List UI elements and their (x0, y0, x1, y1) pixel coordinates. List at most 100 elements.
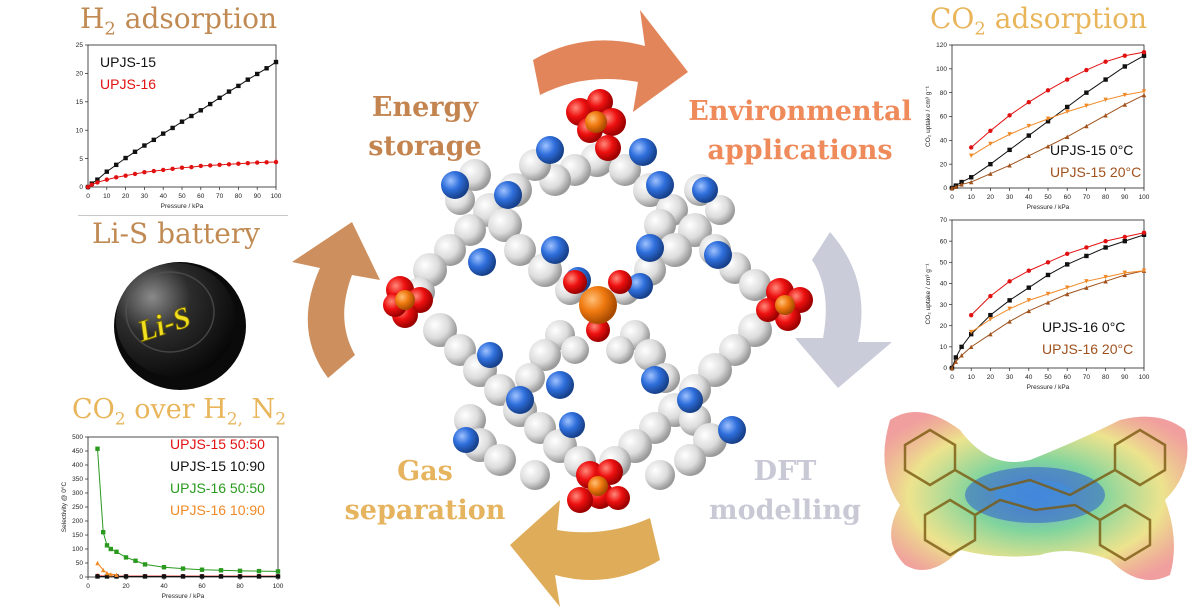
selectivity-title: CO2 over H2, N2 (72, 394, 287, 430)
data-point (1007, 132, 1012, 137)
data-point (1065, 104, 1070, 110)
data-point (179, 119, 185, 124)
x-tick-label: 0 (950, 194, 954, 201)
x-tick-label: 50 (1044, 374, 1052, 381)
data-point (104, 169, 109, 174)
y-tick-label: 20 (76, 71, 84, 78)
data-point (988, 171, 993, 176)
data-point (236, 161, 241, 166)
data-point (95, 446, 100, 451)
data-point (95, 180, 100, 185)
x-tick-label: 20 (987, 374, 995, 381)
data-point (1007, 147, 1012, 153)
data-point (1026, 298, 1031, 303)
data-point (988, 312, 993, 318)
y-tick-label: 300 (72, 490, 83, 497)
data-point (95, 574, 100, 579)
arrow-bottom-left-icon (510, 500, 660, 607)
legend-entry: UPJS-15 10:90 (170, 458, 265, 474)
data-point (1007, 279, 1012, 284)
data-point (1045, 116, 1051, 122)
data-point (245, 77, 250, 82)
arrow-left-up-icon (292, 222, 380, 378)
data-point (256, 574, 262, 579)
x-tick-label: 50 (178, 193, 186, 200)
x-tick-label: 90 (1121, 194, 1129, 201)
data-point (988, 317, 993, 322)
data-point (953, 184, 959, 190)
y-axis-label: CO₂ uptake / cm³ g⁻¹ (925, 263, 932, 325)
data-point (104, 574, 110, 579)
data-point (969, 344, 974, 350)
data-point (199, 567, 205, 572)
data-point (199, 574, 205, 579)
data-point (161, 574, 167, 579)
y-tick-label: 0 (943, 365, 947, 372)
data-point (1065, 109, 1070, 114)
data-point (969, 145, 974, 150)
data-point (189, 164, 194, 170)
legend-entry: UPJS-16 0°C (1042, 319, 1125, 335)
data-point (1065, 291, 1070, 297)
data-point (170, 125, 175, 131)
x-axis-label: Pressure / kPa (1027, 384, 1070, 391)
x-axis-label: Pressure / kPa (161, 203, 204, 210)
x-tick-label: 20 (122, 583, 130, 590)
series-line (970, 90, 1145, 157)
data-point (1141, 268, 1147, 273)
data-point (180, 566, 186, 571)
data-point (180, 574, 186, 579)
x-tick-label: 80 (235, 193, 243, 200)
data-point (1103, 59, 1108, 64)
data-point (161, 167, 166, 173)
data-point (1141, 89, 1147, 94)
mof-structure-icon (383, 89, 813, 513)
data-point (273, 159, 279, 165)
li-s-battery-icon: Li-S (114, 262, 246, 390)
data-point (275, 569, 281, 574)
data-point (1045, 144, 1051, 149)
data-point (237, 574, 243, 579)
legend-entry: UPJS-16 (100, 76, 156, 92)
series-line (87, 61, 277, 188)
data-point (245, 160, 250, 166)
x-tick-label: 70 (1083, 194, 1091, 201)
data-point (1084, 103, 1089, 108)
legend-entry: UPJS-16 20°C (1042, 341, 1133, 357)
data-point (969, 153, 974, 159)
x-tick-label: 20 (122, 193, 130, 200)
x-tick-label: 70 (1083, 374, 1091, 381)
data-point (1026, 285, 1031, 290)
data-point (114, 175, 119, 180)
data-point (1122, 64, 1127, 69)
x-tick-label: 80 (236, 583, 244, 590)
co2-adsorption-title: CO2 adsorption (930, 2, 1147, 40)
data-point (1026, 100, 1032, 105)
y-tick-label: 150 (72, 532, 83, 539)
data-point (170, 166, 175, 172)
data-point (1065, 77, 1070, 82)
data-point (1084, 67, 1089, 73)
x-tick-label: 100 (1139, 374, 1150, 381)
x-axis-label: Pressure / kPa (1027, 204, 1070, 211)
data-point (1141, 49, 1147, 55)
y-axis-label: CO₂ uptake / cm³ g⁻¹ (925, 85, 932, 147)
data-point (1084, 245, 1089, 250)
data-point (1026, 268, 1032, 273)
data-point (1045, 300, 1051, 305)
data-point (151, 168, 156, 174)
data-point (1026, 123, 1031, 129)
data-point (969, 329, 974, 335)
x-tick-label: 100 (273, 583, 284, 590)
legend-entry: UPJS-15 50:50 (170, 436, 265, 452)
h2-adsorption-title: H2 adsorption (80, 2, 278, 40)
x-tick-label: 0 (950, 374, 954, 381)
x-tick-label: 70 (216, 193, 224, 200)
y-tick-label: 30 (940, 302, 948, 309)
data-point (1084, 279, 1089, 284)
x-tick-label: 60 (197, 193, 205, 200)
data-point (1122, 92, 1127, 98)
